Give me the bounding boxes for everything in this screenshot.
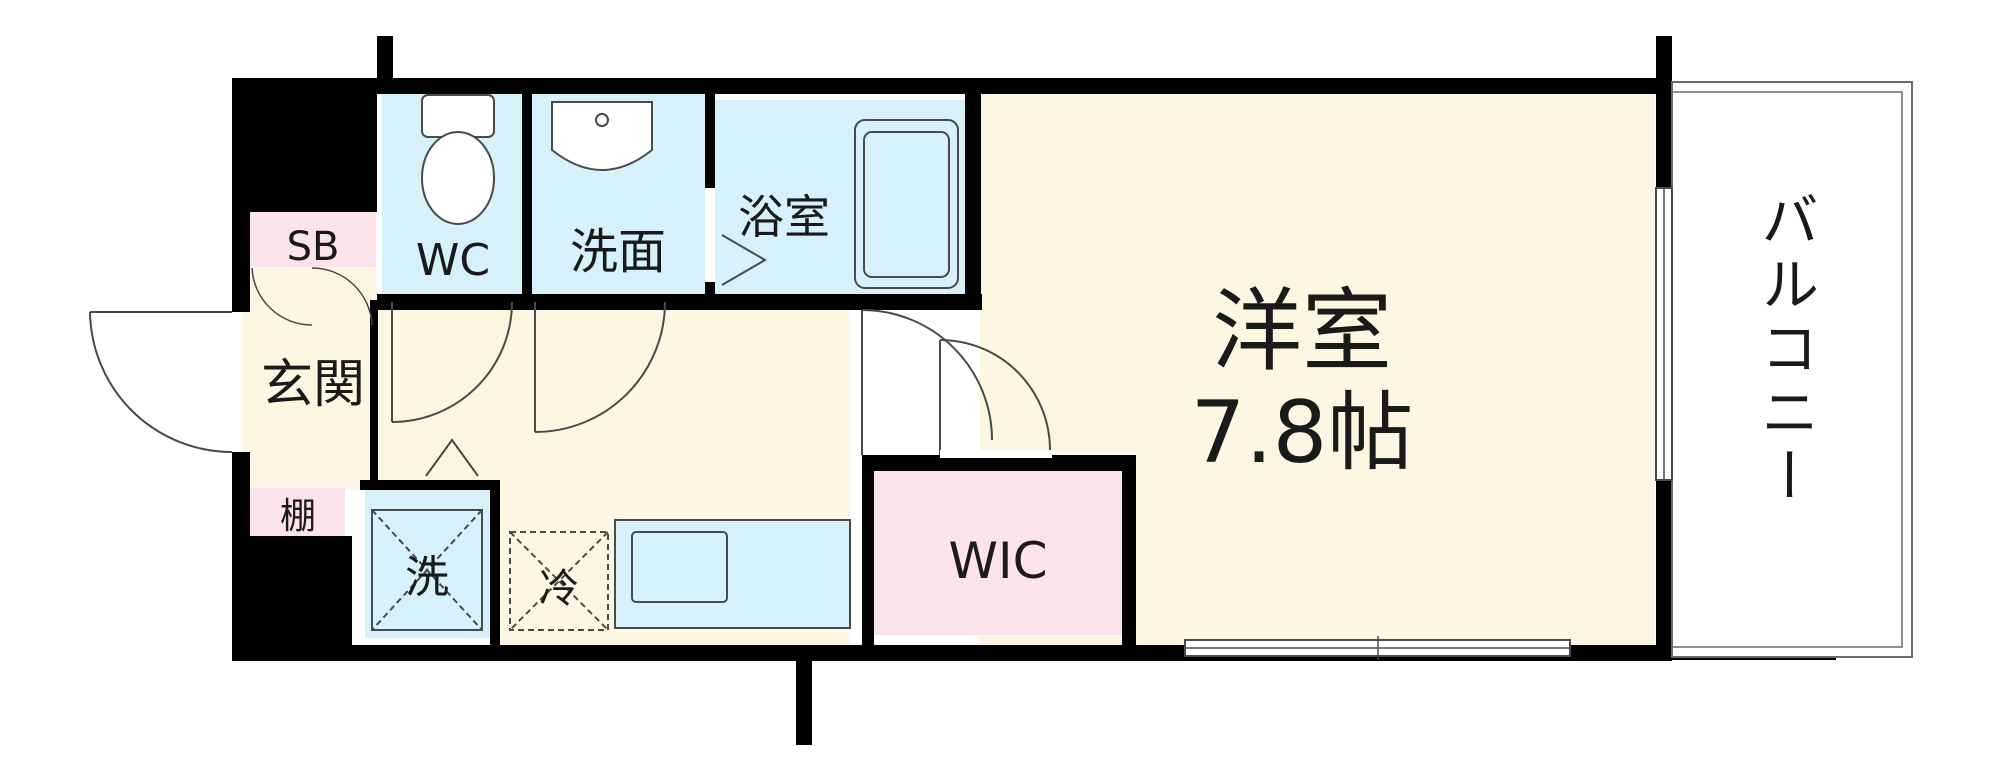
bathroom-label: 浴室 <box>738 190 830 244</box>
balcony-label: バルコニー <box>1751 190 1819 510</box>
bathtub-icon <box>854 119 959 289</box>
bottom-window <box>1184 636 1571 660</box>
wic-floor <box>872 470 1122 635</box>
toilet-icon <box>421 94 495 225</box>
wc-door <box>391 301 513 423</box>
entrance-floor <box>250 267 376 487</box>
doors <box>89 267 1052 458</box>
wall-bottom-stub <box>796 645 812 745</box>
balcony <box>1655 81 1913 658</box>
wall-wash-bath <box>705 78 715 188</box>
western-room-size: 7.8帖 <box>1191 383 1414 483</box>
shelf-label: 棚 <box>280 496 316 537</box>
shoe-box-door <box>251 267 373 326</box>
shelf-floor <box>250 488 345 536</box>
fridge-icon <box>509 531 609 631</box>
hall-marker-icon <box>425 438 479 477</box>
wic-label: WIC <box>948 532 1047 590</box>
wall-left-outer-2 <box>232 452 250 542</box>
counter-top <box>614 519 851 629</box>
wall-bath-right <box>965 78 981 310</box>
wall-wic-top <box>862 455 1134 471</box>
washroom-label: 洗面 <box>570 224 666 280</box>
wall-wic-left <box>862 455 874 650</box>
washer-floor <box>365 490 490 638</box>
wall-left-outer <box>232 212 250 312</box>
wall-wc-wash <box>522 78 532 296</box>
bath-door-icon <box>721 234 767 286</box>
wall-left-upper <box>232 78 377 212</box>
labels: 洋室 7.8帖 WC 洗面 浴室 SB 玄関 棚 WIC 洗 冷 バルコニー <box>261 190 1819 612</box>
fridge-label: 冷 <box>539 566 579 612</box>
fixtures <box>371 94 959 631</box>
western-room-name: 洋室 <box>1212 279 1392 384</box>
wall-top <box>232 78 1672 94</box>
wall-washer-top <box>360 480 500 490</box>
kitchen-sink-icon <box>631 531 728 603</box>
front-door <box>89 311 242 453</box>
wall-top-left-stub <box>377 36 393 94</box>
shoe-box-floor <box>250 212 376 267</box>
wall-entrance-right <box>370 300 378 480</box>
wall-right-top <box>1656 78 1672 188</box>
entrance-label: 玄関 <box>261 355 365 415</box>
wall-wet-bottom <box>377 294 982 310</box>
wall-wash-bath-2 <box>705 282 715 302</box>
washer-icon <box>371 509 483 631</box>
sink-icon <box>551 101 653 171</box>
washroom-door <box>534 301 666 433</box>
wall-left-lower <box>232 536 352 658</box>
wic-door <box>939 339 1052 458</box>
washer-label: 洗 <box>405 552 449 603</box>
wall-washer-right <box>490 480 500 650</box>
wall-wic-right <box>1122 455 1136 650</box>
western-room-door <box>861 309 993 455</box>
balcony-railing-outer <box>1671 81 1913 658</box>
wc-label: WC <box>416 235 490 286</box>
shoe-box-label: SB <box>287 224 340 270</box>
